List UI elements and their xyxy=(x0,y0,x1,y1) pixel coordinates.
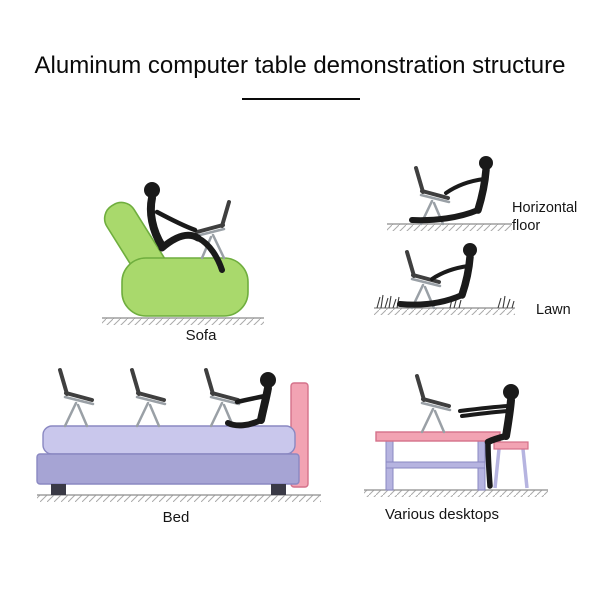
bed-scene xyxy=(33,362,325,504)
ground-hatch xyxy=(387,223,512,231)
bed-foot xyxy=(271,484,286,495)
bed-scene-graphic xyxy=(36,368,321,502)
desktops-scene xyxy=(362,374,550,500)
sofa-scene xyxy=(92,158,274,328)
desk-crossbar xyxy=(385,461,486,469)
laptop-stand-icon xyxy=(58,368,95,428)
laptop-stand-icon xyxy=(130,368,167,428)
person-figure xyxy=(225,372,276,429)
ground-hatch xyxy=(102,317,264,325)
lawn-scene xyxy=(372,240,517,320)
title-underline xyxy=(242,98,360,100)
ground-hatch xyxy=(374,307,515,315)
bed-base xyxy=(36,453,300,485)
bed-foot xyxy=(51,484,66,495)
floor-scene-graphic xyxy=(387,156,512,231)
desktops-scene-graphic xyxy=(364,374,548,497)
bed-label: Bed xyxy=(162,509,190,526)
ground-hatch xyxy=(37,494,321,502)
desk-graphic xyxy=(375,431,501,491)
lawn-scene-graphic xyxy=(374,243,515,315)
bed-mattress xyxy=(42,425,296,455)
sofa-label: Sofa xyxy=(185,327,217,344)
laptop-stand-icon xyxy=(204,368,241,428)
ground-hatch xyxy=(364,489,548,497)
person-figure xyxy=(409,156,493,224)
lawn-label: Lawn xyxy=(536,302,571,318)
sofa-scene-graphic xyxy=(102,182,264,325)
laptop-stand-icon xyxy=(405,250,442,310)
sofa-seat xyxy=(121,257,249,317)
person-figure xyxy=(458,384,519,489)
desk-top xyxy=(375,431,501,442)
stool-seat xyxy=(493,441,529,450)
horizontal-floor-label: Horizontal floor xyxy=(512,200,578,235)
page-title: Aluminum computer table demonstration st… xyxy=(34,52,566,79)
horizontal-floor-scene xyxy=(385,148,515,236)
grass-icon xyxy=(376,294,515,309)
bed-graphic xyxy=(36,382,309,495)
laptop-stand-icon xyxy=(415,374,452,434)
various-desktops-label: Various desktops xyxy=(385,506,499,523)
stool-graphic xyxy=(493,441,529,489)
person-figure xyxy=(144,182,225,273)
person-figure xyxy=(397,243,477,308)
laptop-stand-icon xyxy=(414,166,451,226)
sofa-graphic xyxy=(103,201,249,317)
